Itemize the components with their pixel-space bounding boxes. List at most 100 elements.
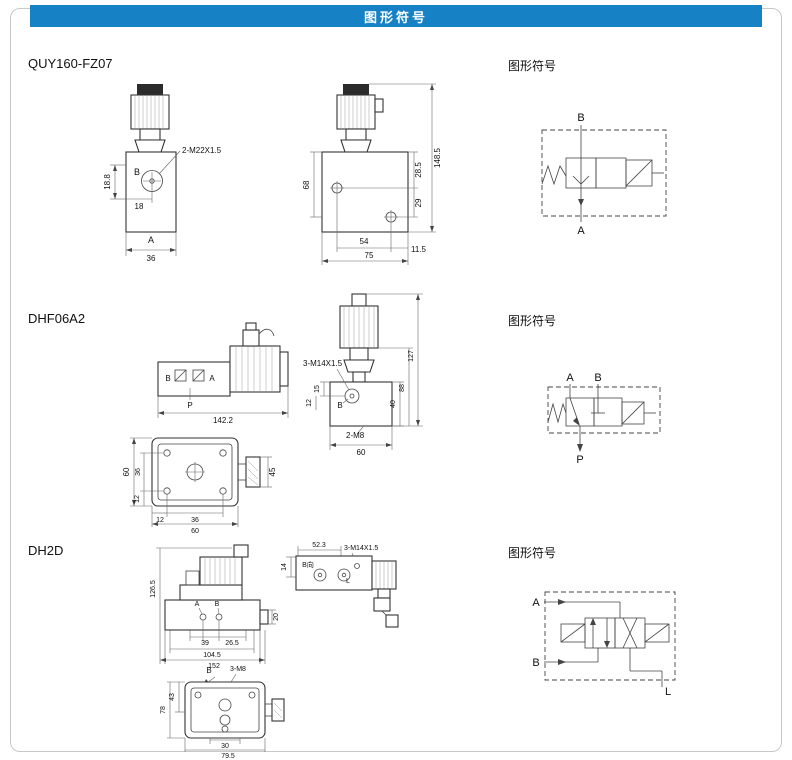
quy160-side-view: 68 28.5 29 148.5 54 11.5 75 (302, 83, 442, 265)
spring-symbol (541, 164, 567, 186)
flow-arrow (558, 659, 566, 665)
thread-label: 3-M14X1.5 (344, 545, 378, 552)
model-label-dh2d: DH2D (28, 543, 64, 558)
valve-body (321, 151, 409, 233)
knob-hatch (247, 460, 259, 486)
dhf06a2-side-view: B A P 142.2 (157, 322, 289, 425)
side-knob (259, 609, 269, 625)
dim-79-5: 79.5 (221, 753, 235, 760)
check-valve-symbol (572, 175, 590, 185)
dim-60-left: 60 (122, 467, 131, 476)
solenoid-symbol (560, 623, 586, 643)
quy160-hydraulic-symbol: B A (541, 112, 667, 237)
port-center (349, 393, 355, 399)
solenoid-cap (343, 84, 369, 95)
view-b-label: B向 (302, 560, 314, 569)
valve-body-outline (184, 681, 266, 739)
coil-connector (242, 329, 260, 347)
valve-stem (377, 588, 391, 599)
coil-hatch (134, 95, 164, 129)
dimension-lines (156, 547, 276, 664)
dimension-lines (167, 681, 266, 752)
symbol-boundary (547, 386, 661, 434)
thread-bottom-label: 2-M8 (346, 431, 365, 440)
dimension-lines (130, 437, 272, 527)
connector-cap (385, 614, 399, 628)
valve-base (164, 599, 261, 631)
center-port (218, 698, 232, 712)
symbol-port-p: P (576, 454, 583, 466)
bolt-hole (248, 691, 256, 699)
dim-12-left: 12 (134, 495, 141, 503)
dim-11-5: 11.5 (411, 245, 427, 254)
symbol-port-a: A (566, 372, 574, 384)
dim-60-bottom: 60 (191, 528, 199, 535)
solenoid-symbol (644, 623, 670, 643)
dim-152: 152 (208, 663, 220, 670)
dim-26-5: 26.5 (225, 640, 239, 647)
symbol-port-a: A (532, 597, 540, 609)
symbol-port-b: B (577, 112, 584, 124)
bolt-hole (163, 449, 171, 457)
dh2d-front-view: 126.5 20 A B 39 26.5 104.5 152 (150, 544, 280, 670)
coil-hatch (343, 306, 375, 348)
dim-36: 36 (147, 254, 156, 263)
dimension-lines (315, 293, 423, 450)
side-block (185, 570, 200, 586)
coil-hatch (235, 346, 273, 392)
flow-arrow (558, 599, 566, 605)
dim-148-5: 148.5 (433, 147, 442, 168)
dim-36-bottom: 36 (191, 517, 199, 524)
thread-label: 2-M22X1.5 (182, 146, 222, 155)
dim-68: 68 (302, 180, 311, 189)
dim-28-5: 28.5 (414, 162, 423, 178)
dim-18-8: 18.8 (103, 174, 112, 190)
flow-arrow (573, 417, 580, 426)
flow-arrow (590, 618, 596, 625)
dimension-lines (157, 386, 289, 418)
valve-nut (134, 139, 166, 153)
symbol-title-3: 图形符号 (508, 546, 557, 560)
dim-39: 39 (201, 640, 209, 647)
port-circle (313, 568, 327, 582)
view-b-label: B (206, 666, 211, 675)
symbol-title-2: 图形符号 (508, 314, 557, 328)
port-center (341, 572, 347, 578)
symbol-port-b: B (532, 657, 539, 669)
connector-cap (351, 293, 367, 307)
bolt-hole (194, 691, 202, 699)
flow-arrow (578, 199, 584, 206)
dim-45-knob: 45 (268, 467, 277, 476)
port-symbol (192, 369, 205, 382)
center-port (219, 714, 231, 726)
valve-square (565, 397, 595, 427)
quy160-front-view: 2-M22X1.5 B 18.8 18 A 36 (103, 84, 222, 263)
dim-18: 18 (135, 202, 144, 211)
dimension-lines (310, 83, 436, 265)
valve-body (329, 381, 393, 427)
valve-body-inner (157, 443, 233, 501)
valve-nut (343, 359, 375, 373)
symbol-boundary (541, 129, 667, 217)
valve-square (595, 157, 627, 189)
dh2d-top-view: 52.3 3-M14X1.5 14 B向 L (281, 542, 399, 628)
valve-stem (349, 347, 369, 361)
flow-arrow (577, 444, 583, 452)
dim-14: 14 (281, 563, 288, 571)
adjust-knob (271, 698, 285, 722)
dim-15: 15 (314, 385, 321, 393)
port-p-label: P (187, 401, 192, 410)
dim-75: 75 (365, 251, 374, 260)
port-circle (337, 568, 351, 582)
dim-54: 54 (360, 237, 369, 246)
valve-stem (139, 128, 161, 141)
dim-104-5: 104.5 (203, 652, 221, 659)
thread-hole (354, 563, 360, 569)
page-title: 图形符号 (363, 9, 428, 25)
spring-symbol (547, 402, 567, 424)
dhf06a2-front-view: 3-M14X1.5 B 40 88 127 15 12 2-M8 60 (303, 293, 423, 457)
coil-connector (373, 597, 391, 612)
port-symbol (174, 369, 187, 382)
adjust-knob (245, 456, 261, 488)
